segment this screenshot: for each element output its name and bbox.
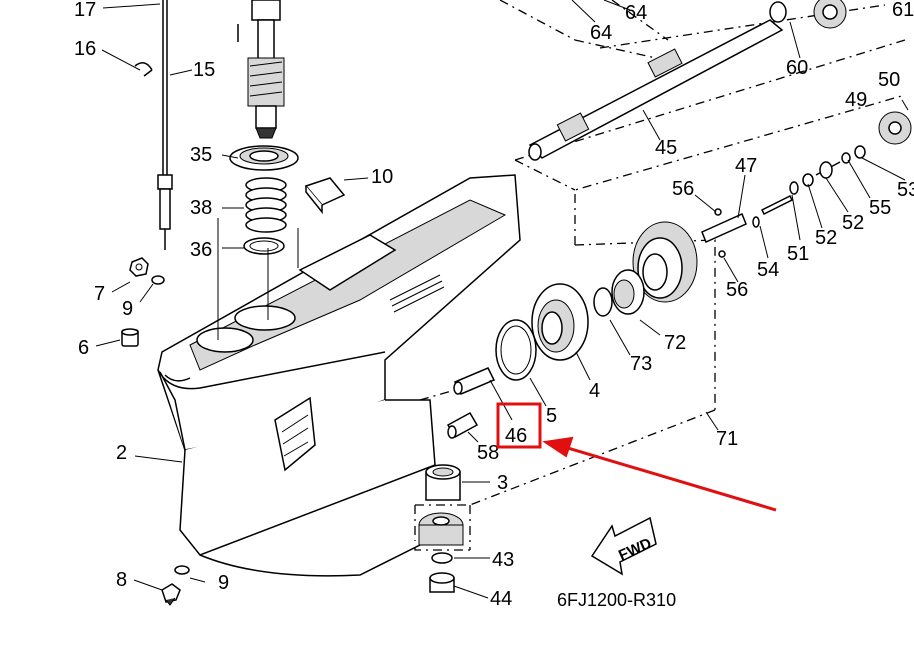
part-label-49: 49 xyxy=(845,89,867,111)
figure-code: 6FJ1200-R310 xyxy=(557,590,676,610)
part-label-60: 60 xyxy=(786,57,808,79)
callout-arrow-shaft xyxy=(567,446,777,512)
part-label-51: 51 xyxy=(787,243,809,265)
part-label-35: 35 xyxy=(190,144,212,166)
part-label-52b: 52 xyxy=(815,227,837,249)
collar-6 xyxy=(121,328,139,347)
dog-clutch-49 xyxy=(878,111,912,145)
part-label-56b: 56 xyxy=(726,279,748,301)
part-label-45: 45 xyxy=(655,137,677,159)
leader-lines xyxy=(95,0,909,599)
part-label-58: 58 xyxy=(477,442,499,464)
bearing-housing-4 xyxy=(531,283,589,361)
part-label-10: 10 xyxy=(371,166,393,188)
part-label-72: 72 xyxy=(664,332,686,354)
spring-38 xyxy=(245,177,287,233)
shim-73 xyxy=(593,287,613,317)
o-ring-5 xyxy=(495,319,537,381)
part-label-53: 53 xyxy=(897,179,914,201)
part-label-17: 17 xyxy=(74,0,96,21)
washer-43 xyxy=(431,552,453,564)
washer-9a xyxy=(151,275,165,285)
part-label-73: 73 xyxy=(630,353,652,375)
part-label-38: 38 xyxy=(190,197,212,219)
nut-7 xyxy=(129,257,149,277)
pin-58 xyxy=(446,411,479,439)
part-label-5: 5 xyxy=(546,405,557,427)
highlight-box-part-46 xyxy=(496,402,542,449)
part-label-6: 6 xyxy=(78,337,89,359)
part-label-56a: 56 xyxy=(672,178,694,200)
part-label-55: 55 xyxy=(869,197,891,219)
part-label-7: 7 xyxy=(94,283,105,305)
group-frames xyxy=(414,0,906,551)
part-label-9a: 9 xyxy=(122,298,133,320)
part-label-4: 4 xyxy=(589,380,600,402)
part-label-9b: 9 xyxy=(218,572,229,594)
shift-cam-46 xyxy=(453,367,496,395)
bearing-72 xyxy=(611,269,645,315)
cover-plate-10 xyxy=(304,177,346,215)
part-label-50: 50 xyxy=(878,69,900,91)
oil-seal-housing-35 xyxy=(229,145,299,171)
gear-top-right xyxy=(813,0,847,29)
pinion-gear xyxy=(418,512,464,546)
part-label-2: 2 xyxy=(116,442,127,464)
part-label-54: 54 xyxy=(757,259,779,281)
callout-arrowhead xyxy=(542,436,574,458)
nut-44 xyxy=(429,572,455,593)
part-label-36: 36 xyxy=(190,239,212,261)
part-label-44: 44 xyxy=(490,588,512,610)
part-label-52a: 52 xyxy=(842,212,864,234)
clip-16 xyxy=(134,62,153,77)
o-ring-36 xyxy=(243,237,285,255)
part-number-labels: 17 16 15 35 38 36 10 7 9 6 2 8 9 64 64 6… xyxy=(74,0,914,610)
fwd-arrow-symbol: FWD xyxy=(590,516,657,576)
propeller-shaft-45 xyxy=(528,1,787,161)
drive-shaft xyxy=(237,0,285,139)
shift-plunger-47 xyxy=(701,208,747,258)
highlight-annotation xyxy=(496,402,777,512)
part-label-3: 3 xyxy=(497,472,508,494)
part-label-64a: 64 xyxy=(590,22,612,44)
lower-casing-2 xyxy=(157,174,521,577)
forward-gear xyxy=(632,221,698,303)
part-label-71: 71 xyxy=(716,428,738,450)
part-label-16: 16 xyxy=(74,38,96,60)
part-label-8: 8 xyxy=(116,569,127,591)
shift-rod xyxy=(157,0,173,250)
part-label-43: 43 xyxy=(492,549,514,571)
washer-9b xyxy=(174,565,190,575)
part-label-61: 61 xyxy=(892,0,914,21)
part-label-15: 15 xyxy=(193,59,215,81)
part-label-47: 47 xyxy=(735,155,757,177)
part-label-64b: 64 xyxy=(625,2,647,24)
drain-screw-8 xyxy=(161,583,181,606)
part-label-46: 46 xyxy=(505,425,527,447)
needle-bearing-3 xyxy=(425,464,461,501)
